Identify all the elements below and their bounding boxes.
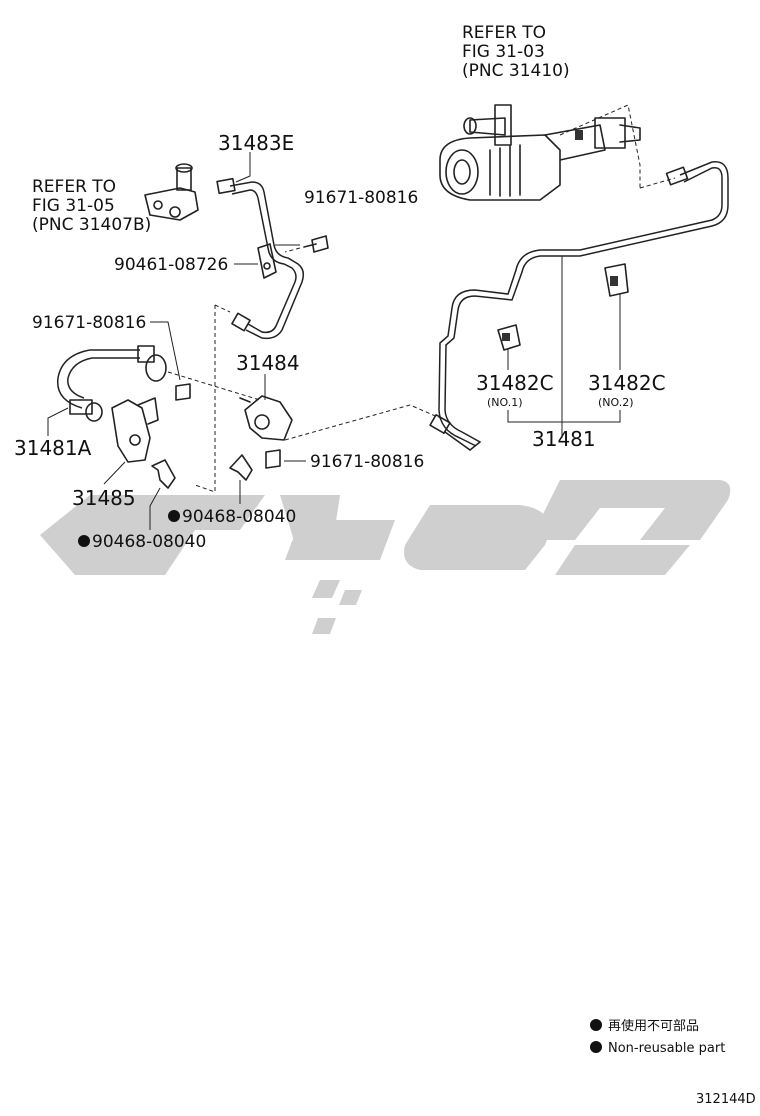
legend-en: Non-reusable part [608,1041,725,1056]
label-90468-left-text: 90468-08040 [92,532,206,552]
label-31482C-no2: 31482C [588,371,666,395]
figure-code: 312144D [696,1092,756,1107]
label-91671-top: 91671-80816 [304,188,418,208]
pipe-clamp-no1 [497,324,521,351]
dashed-guide-bolt-top [284,247,301,253]
leader-lines [47,152,621,530]
ref-3105-line2: FIG 31-05 [32,196,115,216]
label-31482C-no1-sub: (NO.1) [487,396,523,409]
pipe-31483E [216,177,305,340]
ref-3103-line3: (PNC 31410) [462,61,570,81]
clutch-master-cylinder [439,104,641,201]
clip-90468-left [151,459,176,489]
ref-3103-line2: FIG 31-03 [462,42,545,62]
clip-90468-right [229,454,253,481]
release-cylinder-fitting [144,163,199,221]
label-31481A: 31481A [14,436,92,460]
bolt-91671-left [175,383,191,401]
bracket-31485 [111,397,159,463]
legend-cn: 再使用不可部品 [608,1018,699,1034]
bracket-31484 [239,395,293,441]
label-31485: 31485 [72,486,136,510]
watermark-logo [40,480,731,634]
pipe-clamp-no2 [604,263,629,297]
label-31484: 31484 [236,351,300,375]
label-90461: 90461-08726 [114,255,228,275]
label-31482C-no2-sub: (NO.2) [598,396,634,409]
label-ref-31407B: REFER TO FIG 31-05 (PNC 31407B) [32,177,151,235]
legend-dot-icon [590,1041,602,1053]
label-ref-31410: REFER TO FIG 31-03 (PNC 31410) [462,23,570,81]
clutch-hose-31481A [56,345,167,422]
label-91671-lower: 91671-80816 [310,452,424,472]
dashed-guide-hose [167,371,261,401]
non-reusable-dot-icon [78,535,90,547]
label-31481: 31481 [532,427,596,451]
label-31482C-no1: 31482C [476,371,554,395]
dashed-guide-mc [559,104,641,188]
label-91671-left: 91671-80816 [32,313,146,333]
label-90468-left: 90468-08040 [78,532,206,552]
non-reusable-dot-icon [168,510,180,522]
dashed-guide-left [194,305,216,493]
label-31483E: 31483E [218,131,294,155]
bolt-91671-top [303,235,329,253]
ref-3105-line3: (PNC 31407B) [32,215,151,235]
dashed-guide-31484 [284,404,441,441]
label-90468-right-text: 90468-08040 [182,507,296,527]
dashed-guide-left-top [214,304,231,313]
ref-3105-line1: REFER TO [32,177,116,197]
ref-3103-line1: REFER TO [462,23,546,43]
label-90468-right: 90468-08040 [168,507,296,527]
bolt-91671-lower [265,449,281,469]
clamp-90461 [257,243,277,279]
legend: 再使用不可部品 Non-reusable part [590,1018,725,1056]
legend-dot-icon [590,1019,602,1031]
clutch-pipe-31481 [429,161,729,451]
